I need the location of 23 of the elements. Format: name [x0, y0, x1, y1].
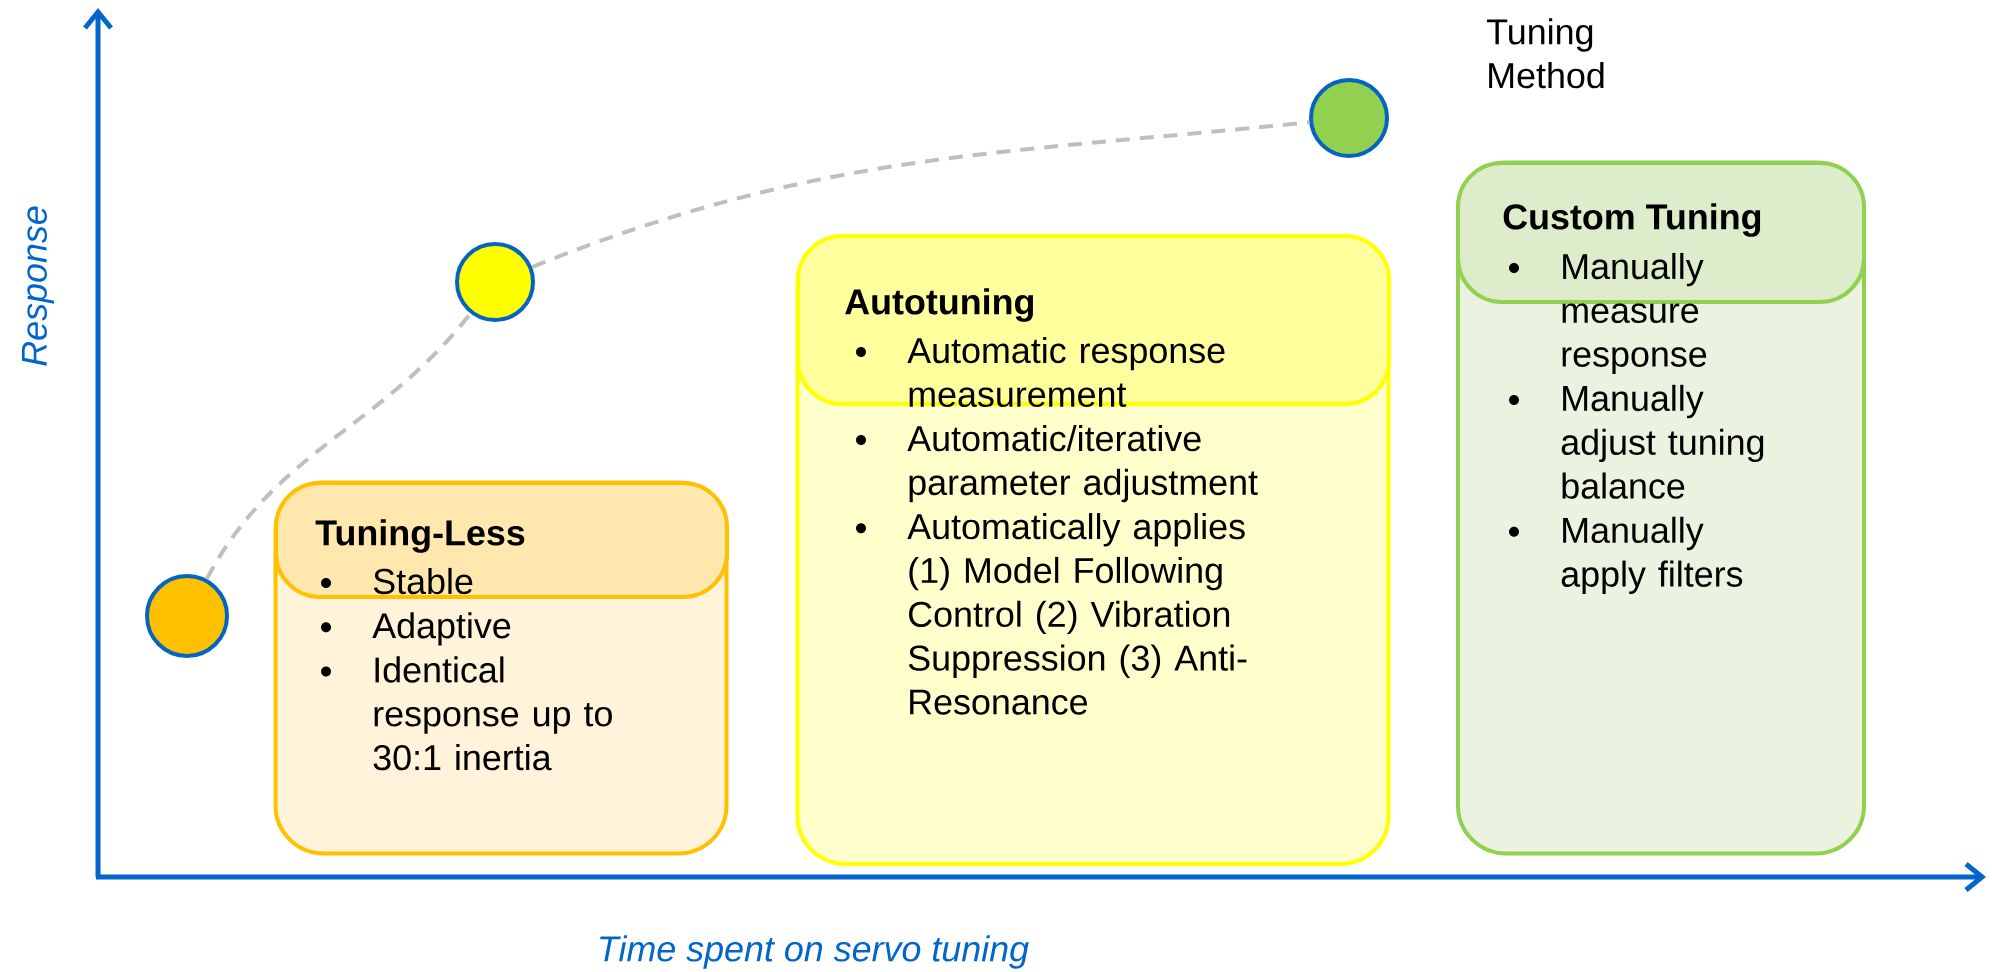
method-panel — [795, 234, 1391, 866]
annotation-text: Tuning Method — [1487, 18, 1604, 89]
bullet-item: Manually measure response — [1509, 252, 1707, 374]
marker-circle — [145, 574, 229, 658]
bullet-item: Stable — [321, 567, 473, 595]
dashed-curve — [531, 120, 1310, 269]
marker-circle — [455, 242, 535, 322]
panel-heading: Autotuning — [845, 288, 1034, 322]
bullet-item: Adaptive — [321, 612, 511, 646]
axis-label: Time spent on servo tuning — [600, 935, 1029, 969]
panel-heading: Custom Tuning — [1503, 203, 1761, 237]
bullet-item: Manually adjust tuning balance — [1509, 384, 1764, 499]
dashed-curve — [205, 312, 472, 580]
axis-label: Response — [21, 206, 55, 366]
bullet-item: Manually apply filters — [1509, 516, 1743, 594]
bullet-item: Automatic/iterative parameter adjustment — [856, 424, 1258, 503]
marker-circle — [1309, 78, 1389, 158]
bullet-item: Automatic response measurement — [856, 336, 1225, 408]
bullet-item: Identical response up to 30:1 inertia — [321, 656, 612, 771]
method-panel — [1456, 160, 1866, 856]
bullet-item: Automatically applies (1) Model Following Control (2) Vibration Suppression (3) Anti-Resonance — [856, 513, 1247, 715]
method-panel — [273, 480, 729, 856]
panel-heading: Tuning-Less — [315, 519, 525, 553]
